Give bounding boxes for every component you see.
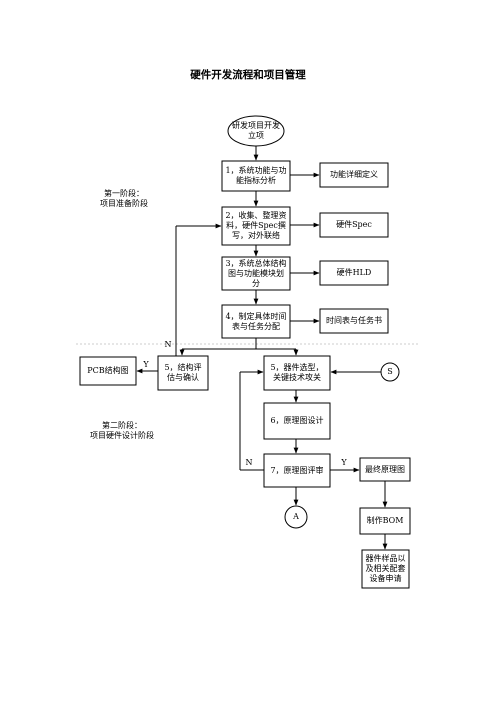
hw-hld-box <box>319 260 389 286</box>
connector-a-label: A <box>293 512 299 521</box>
phase1-label: 第一阶段： 项目准备阶段 <box>100 189 148 208</box>
step3-node: 3，系统总体结构图与功能模块划分 <box>225 258 287 288</box>
connector-s-label: S <box>387 367 393 376</box>
edge-label-n-review: N <box>245 458 253 467</box>
func-detail-box <box>319 162 389 188</box>
step5b-box <box>263 355 331 391</box>
phase2-label: 第二阶段： 项目硬件设计阶段 <box>90 421 154 440</box>
step7-node: 7，原理图评审 <box>270 465 324 475</box>
step5a-node: 5，结构评估与确认 <box>164 363 202 382</box>
start-node: 研发项目开发立项 <box>232 121 280 140</box>
func-detail-node: 功能详细定义 <box>330 170 378 179</box>
step6-node: 6，原理图设计 <box>270 416 324 425</box>
pcb-node: PCB结构图 <box>87 366 129 375</box>
hw-hld-node: 硬件HLD <box>336 268 372 277</box>
hw-spec-box <box>319 212 389 238</box>
pcb-box <box>79 356 137 386</box>
schedule-node: 时间表与任务书 <box>326 316 382 325</box>
samples-box <box>361 549 410 589</box>
step1-node: 1，系统功能与功能指标分析 <box>225 166 287 185</box>
schedule-box <box>319 308 389 334</box>
step5a-box <box>157 355 209 391</box>
final-schematic-node: 最终原理图 <box>365 464 405 474</box>
page-title: 硬件开发流程和项目管理 <box>190 69 306 81</box>
bom-node: 制作BOM <box>366 516 404 525</box>
edge-label-y-pcb: Y <box>143 360 149 369</box>
edge-label-y-review: Y <box>341 458 347 467</box>
edge-label-n-top: N <box>164 340 172 349</box>
step6-box <box>263 402 331 440</box>
step4-node: 4，制定具体时间表与任务分配 <box>225 311 287 331</box>
step5b-node: 5，器件选型，关键技术攻关 <box>270 363 324 382</box>
step2-node: 2，收集、整理资料，硬件Spec撰写，对外联络 <box>225 211 287 240</box>
hw-spec-node: 硬件Spec <box>336 220 372 229</box>
samples-node: 器件样品以及相关配套设备申请 <box>365 554 406 583</box>
connector-a <box>284 505 308 529</box>
